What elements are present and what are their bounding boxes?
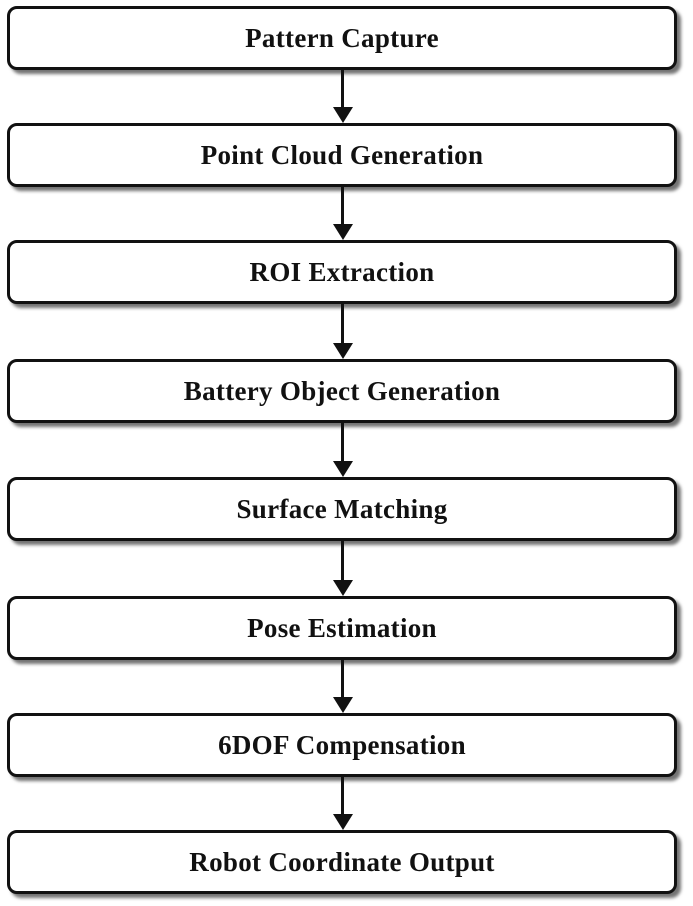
step-6dof-compensation: 6DOF Compensation bbox=[7, 713, 677, 777]
arrow-head-icon bbox=[333, 814, 353, 830]
arrow-head-icon bbox=[333, 580, 353, 596]
arrow-shaft bbox=[341, 70, 344, 110]
step-label: Surface Matching bbox=[236, 493, 448, 524]
arrow-shaft bbox=[341, 304, 344, 346]
step-surface-matching: Surface Matching bbox=[7, 477, 677, 541]
arrow-connector bbox=[333, 660, 353, 713]
arrow-head-icon bbox=[333, 461, 353, 477]
arrow-shaft bbox=[341, 187, 344, 227]
arrow-shaft bbox=[341, 777, 344, 817]
step-label: Point Cloud Generation bbox=[200, 139, 484, 170]
arrow-shaft bbox=[341, 660, 344, 700]
step-label: Pattern Capture bbox=[245, 22, 439, 53]
arrow-head-icon bbox=[333, 697, 353, 713]
step-robot-coordinate-output: Robot Coordinate Output bbox=[7, 830, 677, 894]
arrow-head-icon bbox=[333, 343, 353, 359]
arrow-shaft bbox=[341, 423, 344, 464]
step-roi-extraction: ROI Extraction bbox=[7, 240, 677, 304]
arrow-connector bbox=[333, 423, 353, 477]
step-label: ROI Extraction bbox=[249, 256, 435, 287]
step-label: Robot Coordinate Output bbox=[189, 846, 495, 877]
step-battery-object-generation: Battery Object Generation bbox=[7, 359, 677, 423]
arrow-head-icon bbox=[333, 107, 353, 123]
step-pattern-capture: Pattern Capture bbox=[7, 6, 677, 70]
step-point-cloud-generation: Point Cloud Generation bbox=[7, 123, 677, 187]
arrow-connector bbox=[333, 541, 353, 596]
step-label: Battery Object Generation bbox=[183, 375, 501, 406]
step-pose-estimation: Pose Estimation bbox=[7, 596, 677, 660]
arrow-connector bbox=[333, 777, 353, 830]
arrow-head-icon bbox=[333, 224, 353, 240]
arrow-connector bbox=[333, 304, 353, 359]
arrow-shaft bbox=[341, 541, 344, 583]
arrow-connector bbox=[333, 187, 353, 240]
step-label: 6DOF Compensation bbox=[218, 729, 466, 760]
arrow-connector bbox=[333, 70, 353, 123]
step-label: Pose Estimation bbox=[247, 612, 437, 643]
